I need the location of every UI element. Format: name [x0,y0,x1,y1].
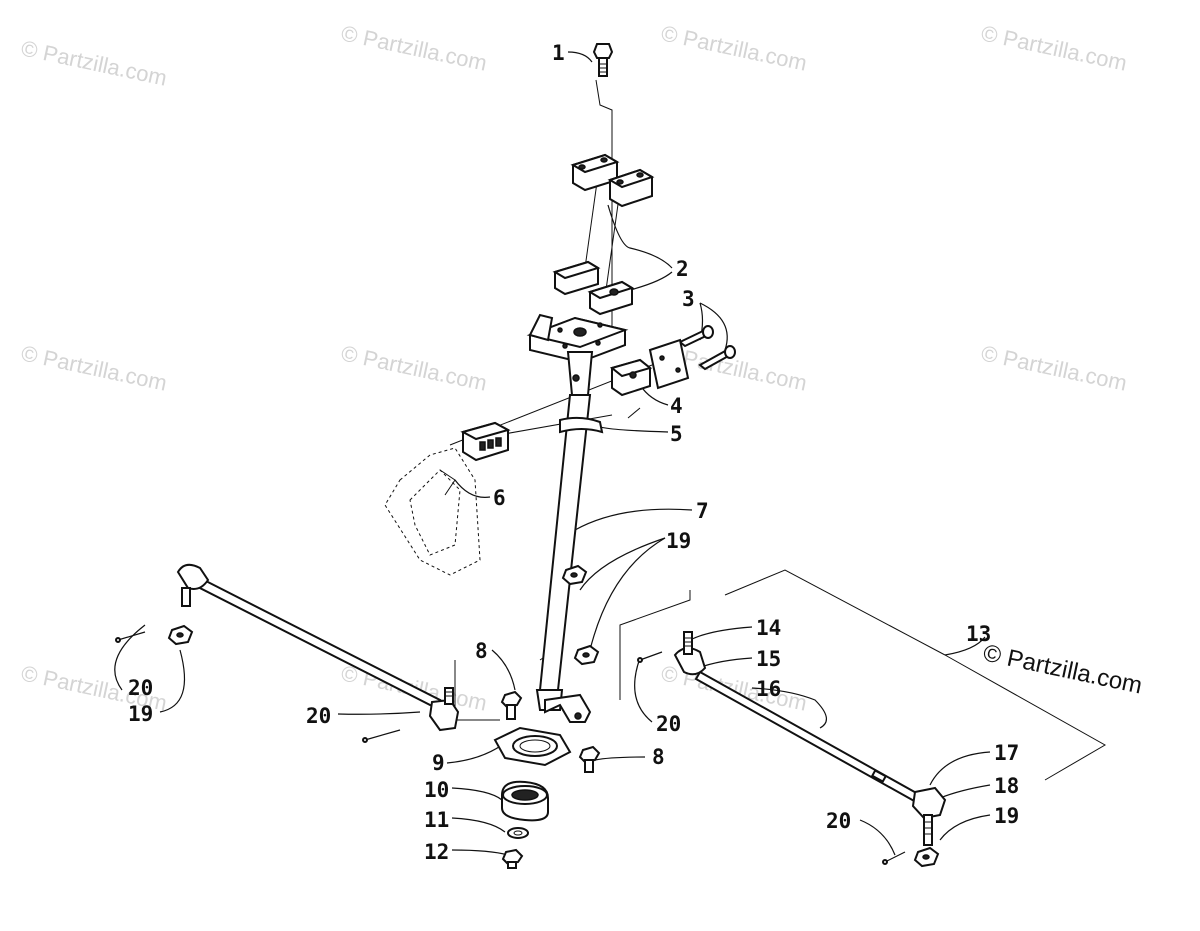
cotter-pin-right [637,651,940,868]
callout-8: 8 [652,745,665,769]
watermark: © Partzilla.com [979,20,1129,75]
callout-5: 5 [670,422,683,446]
callout-18: 18 [994,774,1019,798]
watermark: © Partzilla.com [19,35,169,90]
callout-19: 19 [994,804,1019,828]
callout-11: 11 [424,808,449,832]
watermark: © Partzilla.com [339,340,489,395]
watermark: © Partzilla.com [19,340,169,395]
column-washer [507,827,529,839]
callout-9: 9 [432,751,445,775]
frame-bracket [384,447,481,576]
handlebar-clamp-upper [570,153,655,208]
callout-17: 17 [994,741,1019,765]
callout-3: 3 [682,287,695,311]
callout-12: 12 [424,840,449,864]
callout-20: 20 [826,809,851,833]
callout-13: 13 [966,622,991,646]
watermark: © Partzilla.com [339,20,489,75]
column-flange [493,726,572,767]
column-support-block [460,421,511,462]
partzilla-watermark: © Partzilla.com [981,639,1145,699]
callout-7: 7 [696,499,709,523]
cotter-pin-left [115,624,401,743]
callout-15: 15 [756,647,781,671]
column-clamp-block [609,358,653,397]
watermark: © Partzilla.com [979,340,1129,395]
callout-4: 4 [670,394,683,418]
column-top-bracket [526,313,629,396]
clamp-bolts [678,325,736,371]
column-bottom-bolt [501,848,524,869]
clamp-plate [648,338,690,390]
watermark: © Partzilla.com [659,20,809,75]
tie-rod-left [176,563,460,732]
callout-20: 20 [656,712,681,736]
column-bushing [501,780,549,822]
handlebar-bolt [592,43,614,77]
callout-20: 20 [306,704,331,728]
tie-rod-right [673,631,947,846]
callout-6: 6 [493,486,506,510]
cotter-nut [561,564,600,666]
callout-labels: 1 2 3 4 5 6 7 19 8 20 19 20 9 8 10 11 12… [128,41,1019,864]
callout-2: 2 [676,257,689,281]
callout-8: 8 [475,639,488,663]
callout-14: 14 [756,616,781,640]
callout-1: 1 [552,41,565,65]
callout-10: 10 [424,778,449,802]
flange-bolt [500,690,601,773]
callout-19: 19 [128,702,153,726]
callout-16: 16 [756,677,781,701]
callout-20: 20 [128,676,153,700]
handlebar-clamp-lower [552,260,635,316]
parts-artwork [115,43,947,869]
callout-19: 19 [666,529,691,553]
steering-column [535,394,604,723]
